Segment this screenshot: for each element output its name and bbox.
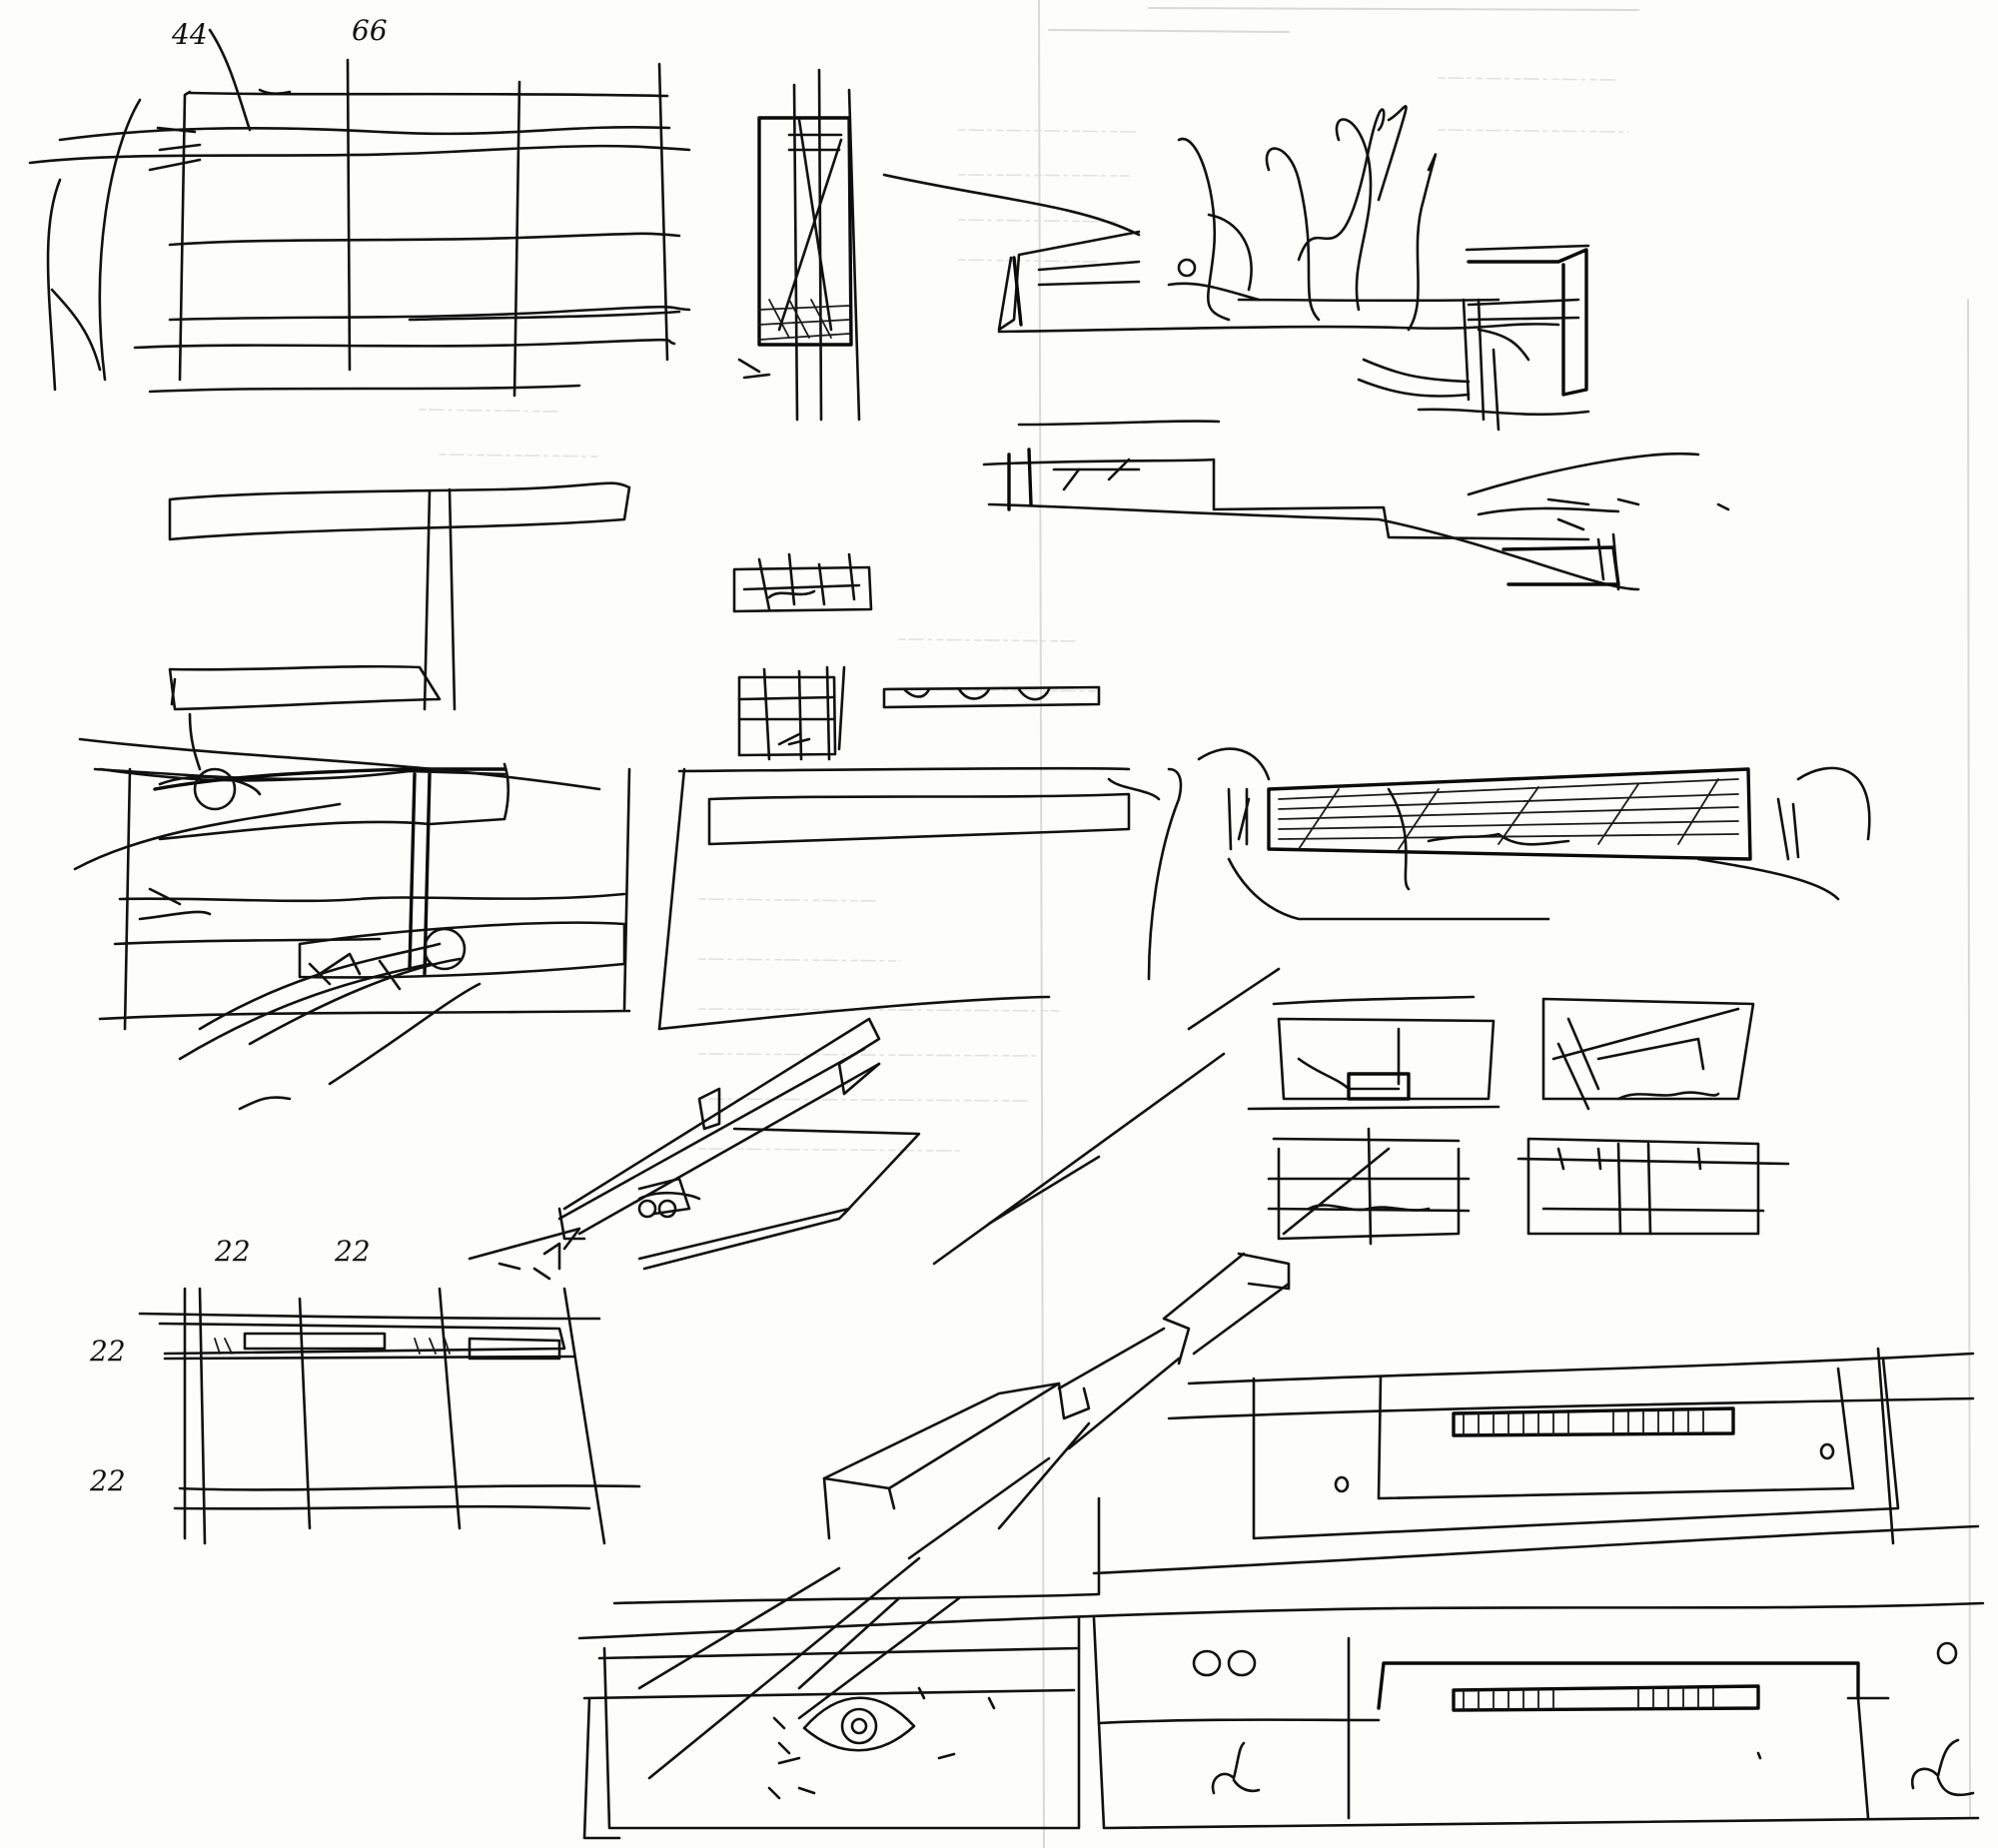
annotation-66: 66 bbox=[352, 14, 388, 47]
annotation-44: 44 bbox=[171, 18, 208, 51]
lower-left-grid bbox=[138, 1287, 641, 1545]
bottom-elevation bbox=[577, 1601, 1985, 1840]
oblique-beam-center bbox=[468, 1017, 921, 1281]
oblique-walkway-lower bbox=[637, 1052, 1291, 1780]
narrow-section-top bbox=[737, 68, 861, 422]
annotation-grid-side-a: 22 bbox=[89, 1335, 126, 1368]
annotation-grid-top-a: 22 bbox=[214, 1235, 251, 1268]
stepped-section-right bbox=[982, 420, 1730, 591]
perspective-sketch-top-right bbox=[882, 105, 1590, 432]
mini-sketches-right bbox=[1247, 995, 1790, 1246]
lower-right-elevation bbox=[612, 1347, 1980, 1605]
t-shape-plan bbox=[168, 481, 631, 771]
floor-plan-mid-left bbox=[73, 737, 631, 1111]
center-diagonals bbox=[987, 967, 1281, 1226]
hatched-long-bar bbox=[1197, 747, 1871, 921]
bleed-through-text bbox=[419, 0, 1971, 1848]
annotation-grid-side-b: 22 bbox=[89, 1464, 126, 1497]
long-room-center bbox=[657, 766, 1183, 1031]
annotations: 44 66 22 22 22 22 bbox=[89, 14, 388, 1497]
thumbnail-sketches-center bbox=[732, 552, 1101, 761]
annotation-grid-top-b: 22 bbox=[334, 1235, 371, 1268]
elevation-grid-top-left bbox=[28, 28, 691, 398]
